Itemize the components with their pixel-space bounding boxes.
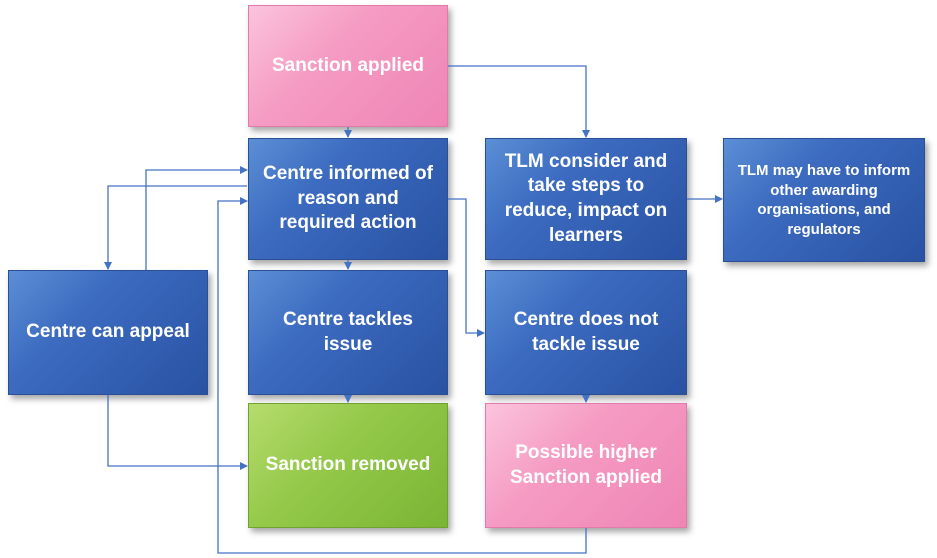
connector-appeal-to-informed: [145, 166, 248, 270]
node-sanction-removed: Sanction removed: [248, 403, 448, 528]
connector-higher-to-informed: [217, 197, 587, 554]
connector-sanction-to-tlm: [448, 65, 590, 138]
connector-informed-to-appeal: [104, 185, 247, 270]
node-centre-informed: Centre informed of reason and required a…: [248, 138, 448, 260]
connector-appeal-to-removed: [107, 395, 248, 470]
node-tlm-inform: TLM may have to inform other awarding or…: [723, 138, 925, 262]
connector-informed-to-not-tackle: [448, 198, 485, 337]
node-higher-sanction: Possible higher Sanction applied: [485, 403, 687, 528]
node-centre-not-tackle: Centre does not tackle issue: [485, 270, 687, 395]
node-centre-tackles: Centre tackles issue: [248, 270, 448, 395]
node-centre-appeal: Centre can appeal: [8, 270, 208, 395]
node-tlm-consider: TLM consider and take steps to reduce, i…: [485, 138, 687, 260]
node-sanction-applied: Sanction applied: [248, 5, 448, 127]
